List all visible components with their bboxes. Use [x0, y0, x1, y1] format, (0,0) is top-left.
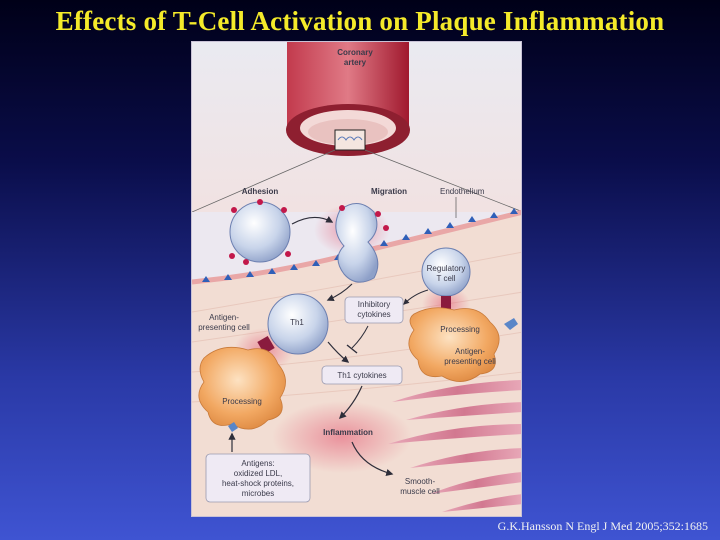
coronary-artery-label-2: artery: [344, 58, 367, 67]
th1-cytokines-box: [321, 365, 403, 385]
antigens-label-3: heat-shock proteins,: [222, 479, 294, 488]
inhibition-bar: [346, 344, 358, 354]
zoom-line-right: [364, 149, 521, 212]
regulatory-t-cell-label-1: Regulatory: [427, 264, 466, 273]
coronary-artery: [286, 42, 410, 156]
inflammation-to-smc-arrow: [351, 441, 394, 476]
inhibitory-to-th1-line: [351, 325, 369, 349]
cytokines-to-inflammation-arrow: [338, 385, 363, 420]
antigens-label-1: Antigens:: [241, 459, 274, 468]
inflammation-label: Inflammation: [323, 428, 373, 437]
apc-right-label-1: Antigen-: [455, 347, 485, 356]
antigens-label-2: oxidized LDL,: [234, 469, 282, 478]
th1-cell: [267, 293, 329, 355]
migration-lymphocyte: [335, 203, 389, 283]
slide-title: Effects of T-Cell Activation on Plaque I…: [55, 6, 665, 36]
th1-synapse: [257, 335, 275, 355]
apc-left-label-1: Antigen-: [209, 313, 239, 322]
processing-left-label: Processing: [222, 397, 262, 406]
adhesion-to-migration-arrow: [291, 216, 334, 225]
smooth-muscle-label-1: Smooth-: [405, 477, 436, 486]
regulatory-t-cell-label-2: T cell: [437, 274, 456, 283]
processing-right-label: Processing: [440, 325, 480, 334]
adhesion-label: Adhesion: [242, 187, 279, 196]
apc-right-label-2: presenting cell: [444, 357, 496, 366]
figure-panel: Coronary artery Adhesion Migrat: [191, 41, 522, 517]
th1-cytokines-label: Th1 cytokines: [337, 371, 386, 380]
citation: G.K.Hansson N Engl J Med 2005;352:1685: [497, 519, 708, 533]
apc-left-label-2: presenting cell: [198, 323, 250, 332]
th1-label: Th1: [290, 318, 304, 327]
endothelium-label: Endothelium: [440, 187, 485, 196]
inhibitory-cytokines-box: [344, 296, 404, 324]
migration-to-th1-arrow: [326, 283, 353, 302]
zoom-line-left: [192, 149, 336, 213]
smooth-muscle-label-2: muscle cell: [400, 487, 440, 496]
adhesion-lymphocyte: [229, 199, 291, 265]
th1-to-cytokines-arrow: [327, 341, 350, 363]
regulatory-to-inhibitory-arrow: [403, 289, 429, 305]
migration-label: Migration: [371, 187, 407, 196]
inhibitory-cytokines-label-2: cytokines: [357, 310, 390, 319]
antigens-box: [205, 453, 311, 503]
smooth-muscle-cells: [388, 380, 521, 512]
antigen-particle: [228, 422, 238, 432]
regulatory-synapse: [441, 296, 451, 310]
antigens-label-4: microbes: [242, 489, 274, 498]
inhibitory-cytokines-label-1: Inhibitory: [358, 300, 390, 309]
coronary-artery-label-1: Coronary: [337, 48, 373, 57]
apc-right: [408, 307, 518, 382]
apc-left: [198, 346, 286, 430]
